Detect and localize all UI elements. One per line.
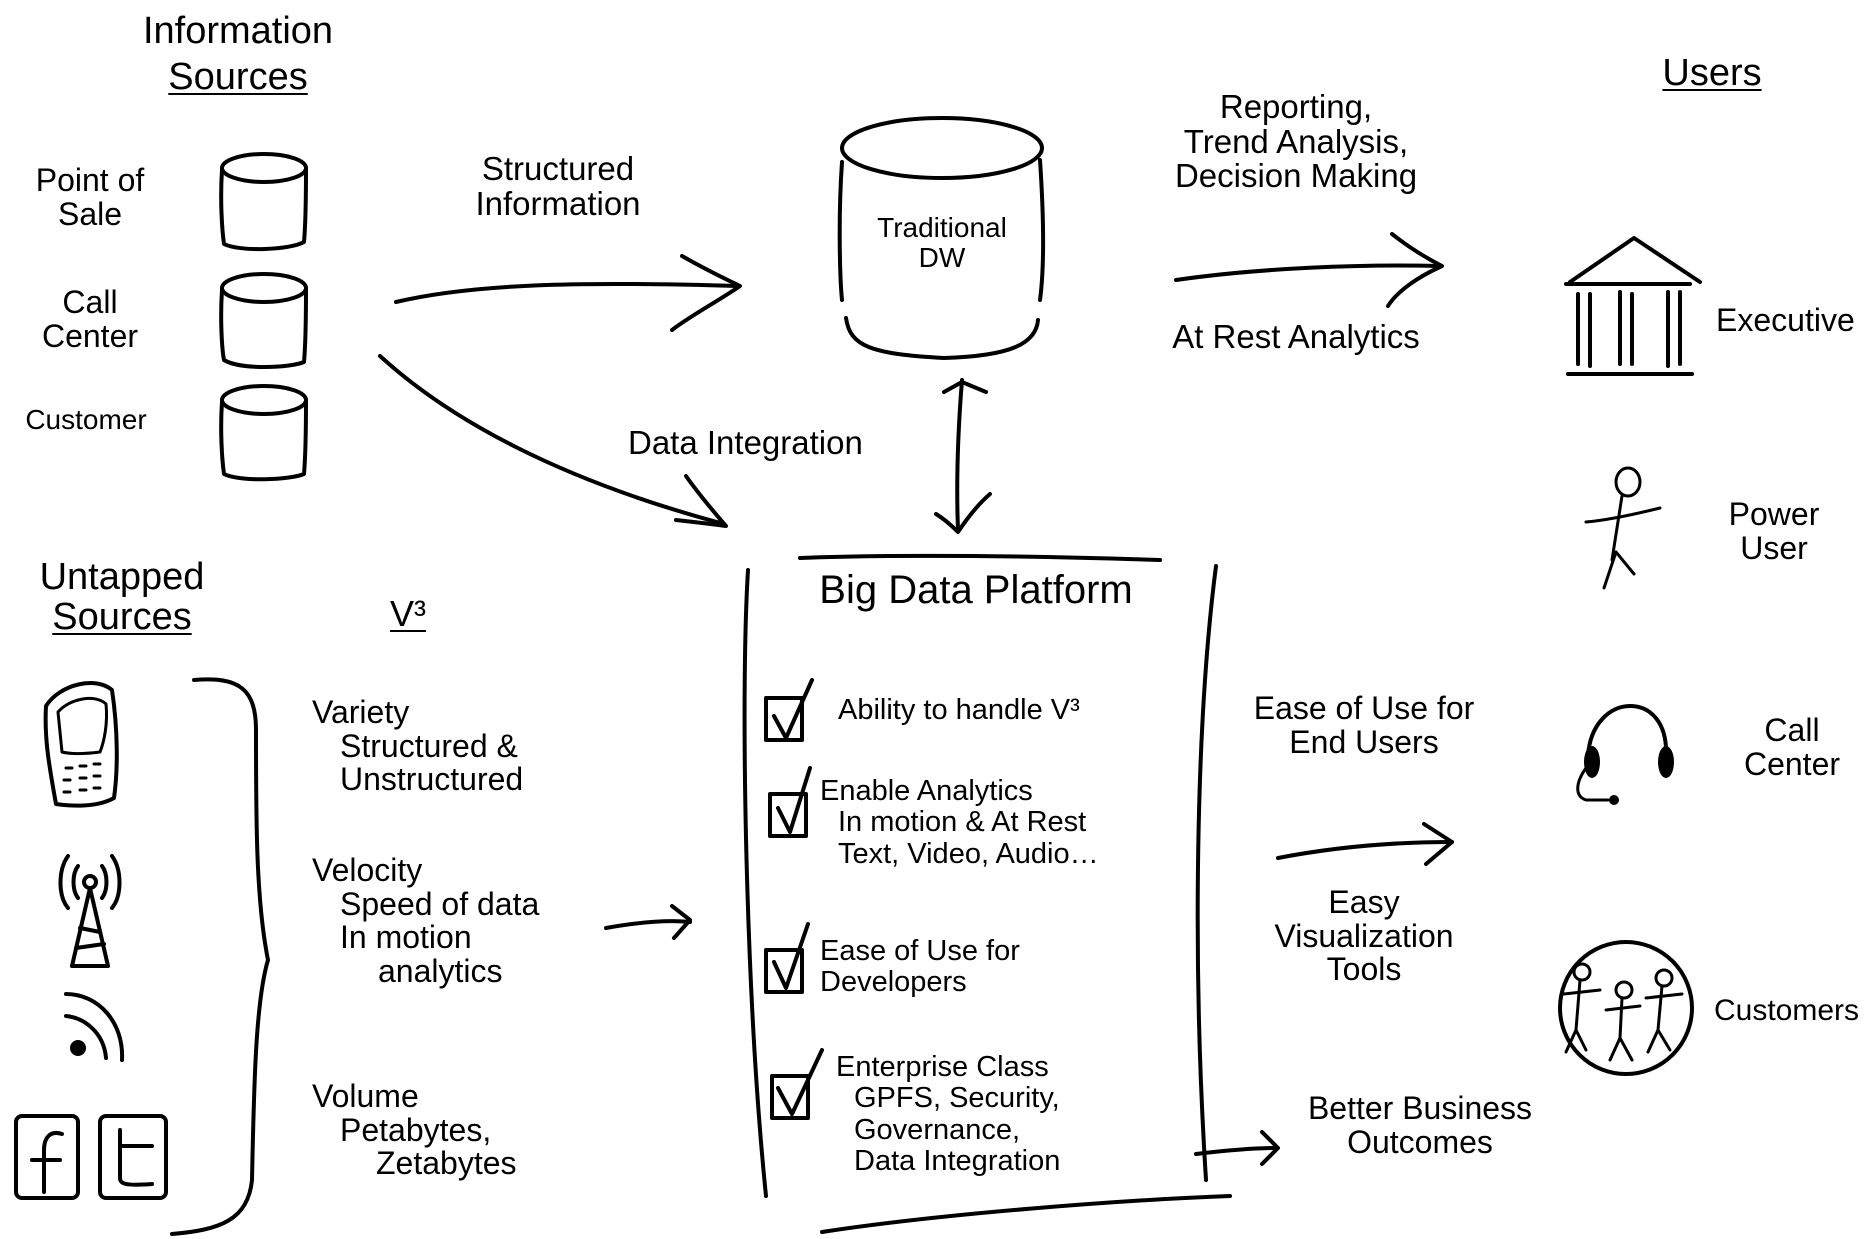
group-circle-icon bbox=[1558, 940, 1694, 1076]
information-sources-title-line1: Information bbox=[142, 10, 334, 52]
checkbox-icon-2 bbox=[768, 766, 812, 838]
platform-item-1: Ability to handle V³ bbox=[838, 694, 1080, 726]
users-title: Users bbox=[1662, 52, 1762, 94]
volume-block: Volume Petabytes, Zetabytes bbox=[312, 1078, 517, 1182]
user-label-customers: Customers bbox=[1714, 994, 1860, 1027]
variety-block: Variety Structured & Unstructured bbox=[312, 694, 524, 798]
user-label-executive: Executive bbox=[1716, 302, 1855, 338]
traditional-dw-cylinder bbox=[837, 116, 1045, 360]
structured-information-arrow bbox=[394, 254, 742, 332]
end-users-arrow bbox=[1276, 822, 1454, 866]
dw-platform-double-arrow bbox=[934, 378, 992, 534]
reporting-label: Reporting,Trend Analysis,Decision Making bbox=[1174, 88, 1418, 195]
checkbox-icon-4 bbox=[770, 1048, 824, 1120]
platform-item-4: Enterprise Class GPFS, Security, Governa… bbox=[836, 1051, 1061, 1177]
platform-item-2: Enable Analytics In motion & At Rest Tex… bbox=[820, 775, 1099, 870]
velocity-block: Velocity Speed of data In motion analyti… bbox=[312, 852, 540, 989]
government-building-icon bbox=[1564, 236, 1702, 376]
twitter-icon bbox=[98, 1114, 168, 1200]
database-icon-point-of-sale bbox=[219, 152, 308, 252]
database-icon-customer bbox=[219, 384, 308, 482]
checkbox-icon-3 bbox=[764, 922, 810, 994]
rss-feed-icon bbox=[64, 992, 125, 1062]
data-integration-label: Data Integration bbox=[628, 424, 863, 461]
v3-title: V³ bbox=[390, 593, 426, 634]
big-data-platform-frame bbox=[742, 553, 1232, 1234]
facebook-icon bbox=[14, 1114, 80, 1200]
platform-item-3: Ease of Use for Developers bbox=[820, 935, 1020, 999]
velocity-arrow bbox=[604, 904, 692, 940]
big-data-platform-title: Big Data Platform bbox=[819, 568, 1133, 612]
headset-icon bbox=[1576, 704, 1674, 805]
untapped-sources-title-line1: Untapped bbox=[39, 556, 205, 598]
untapped-sources-brace bbox=[170, 677, 270, 1236]
untapped-sources-title-line2: Sources bbox=[52, 596, 192, 638]
radio-tower-icon bbox=[58, 854, 122, 968]
checkbox-icon-1 bbox=[764, 678, 814, 742]
stick-figure-icon bbox=[1584, 466, 1662, 590]
outcomes-arrow bbox=[1194, 1130, 1280, 1166]
database-icon-call-center bbox=[219, 272, 308, 369]
at-rest-analytics-label: At Rest Analytics bbox=[1172, 318, 1420, 355]
mobile-phone-icon bbox=[43, 681, 119, 808]
information-sources-title-line2: Sources bbox=[168, 56, 308, 98]
reporting-arrow bbox=[1174, 232, 1444, 308]
data-integration-arrow bbox=[378, 354, 728, 528]
source-label-customer: Customer bbox=[25, 404, 147, 435]
